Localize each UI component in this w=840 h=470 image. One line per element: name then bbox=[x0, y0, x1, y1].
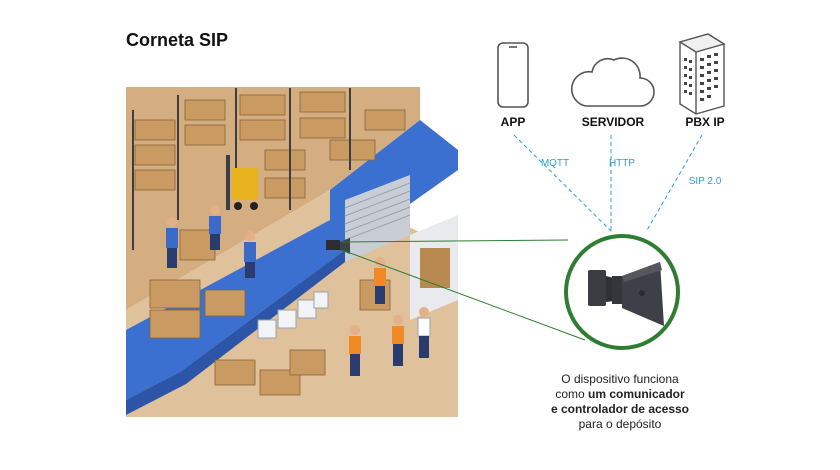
shelves-with-boxes bbox=[134, 91, 406, 396]
protocol-label-sip: SIP 2.0 bbox=[688, 176, 722, 187]
caption-line-3: e controlador de acesso bbox=[520, 402, 720, 417]
protocol-links bbox=[513, 134, 703, 233]
workers bbox=[166, 205, 431, 376]
caption-line-2-text: como bbox=[555, 387, 588, 401]
caption-line-3-bold: e controlador de acesso bbox=[550, 402, 690, 416]
server-tower-icon bbox=[678, 33, 726, 115]
caption-line-2-bold: um comunicador bbox=[588, 387, 685, 401]
cloud-icon bbox=[570, 57, 655, 107]
horn-mount-icon bbox=[588, 270, 606, 306]
ac-units bbox=[257, 291, 329, 339]
warehouse-illustration bbox=[126, 87, 458, 417]
node-label-pbx: PBX IP bbox=[685, 115, 725, 129]
magnify-connector-lines bbox=[341, 239, 586, 341]
device-caption: O dispositivo funciona como um comunicad… bbox=[520, 372, 720, 432]
forklift bbox=[226, 155, 258, 210]
phone-icon bbox=[497, 42, 529, 108]
magnified-device bbox=[564, 234, 680, 350]
caption-line-2: como um comunicador bbox=[520, 387, 720, 402]
protocol-label-mqtt: MQTT bbox=[540, 158, 570, 169]
node-label-app: APP bbox=[500, 115, 526, 129]
protocol-label-http: HTTP bbox=[608, 158, 636, 169]
caption-line-1: O dispositivo funciona bbox=[561, 372, 679, 386]
node-label-server: SERVIDOR bbox=[581, 115, 645, 129]
caption-line-4: para o depósito bbox=[578, 417, 662, 431]
page-title: Corneta SIP bbox=[126, 30, 229, 50]
